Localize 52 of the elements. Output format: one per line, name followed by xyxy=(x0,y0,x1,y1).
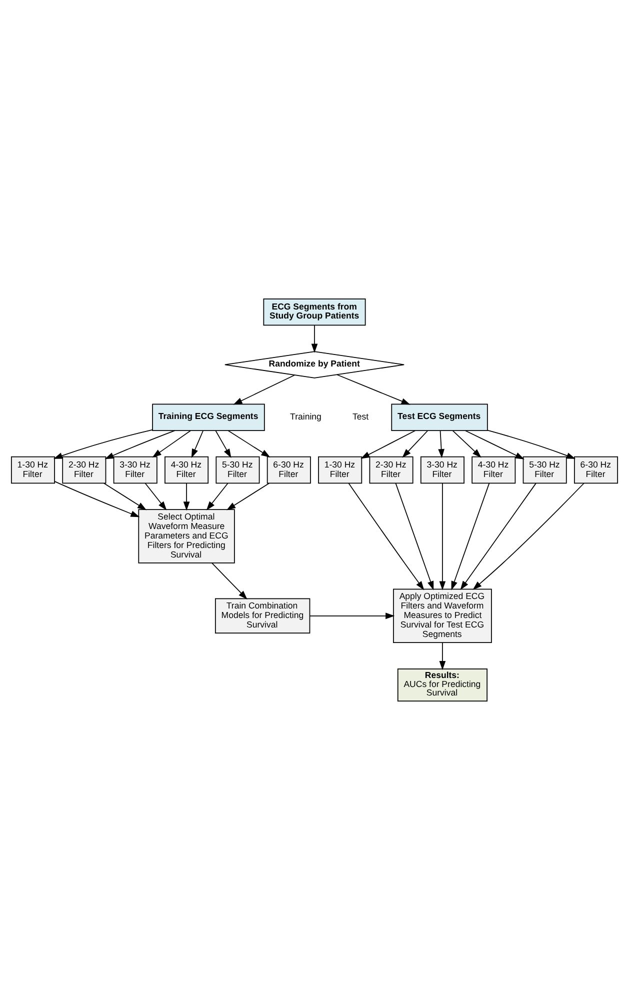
arrow xyxy=(438,430,444,458)
arrow xyxy=(103,482,147,510)
node-diamond: Randomize by Patient xyxy=(224,351,404,378)
arrow xyxy=(439,642,446,670)
node-box: 1-30 Hz Filter xyxy=(10,456,55,484)
node-box: 1-30 Hz Filter xyxy=(318,456,362,484)
arrow xyxy=(233,374,295,405)
arrow xyxy=(310,612,395,620)
node-box: 2-30 Hz Filter xyxy=(369,456,414,484)
arrow xyxy=(211,562,248,600)
arrow xyxy=(336,374,410,405)
arrow xyxy=(206,482,228,510)
node-box: ECG Segments from Study Group Patients xyxy=(263,298,366,326)
node-box: 6-30 Hz Filter xyxy=(266,456,311,484)
arrow xyxy=(451,482,490,590)
arrow xyxy=(191,430,204,458)
arrow xyxy=(452,430,482,458)
arrow xyxy=(53,429,153,459)
arrow xyxy=(460,482,536,590)
node-box: 3-30 Hz Filter xyxy=(113,456,158,484)
arrow xyxy=(348,482,424,590)
arrow xyxy=(402,430,428,458)
arrow xyxy=(464,430,524,460)
node-box: Test ECG Segments xyxy=(391,404,488,431)
arrow xyxy=(395,482,434,590)
arrow xyxy=(439,482,446,590)
node-box: 4-30 Hz Filter xyxy=(472,456,516,484)
node-box: 6-30 Hz Filter xyxy=(574,456,618,484)
arrow xyxy=(487,430,576,459)
arrow xyxy=(360,430,416,459)
node-box: Train Combination Models for Predicting Survival xyxy=(214,598,310,634)
node-box: 4-30 Hz Filter xyxy=(164,456,209,484)
node-box: 5-30 Hz Filter xyxy=(216,456,260,484)
node-box: Apply Optimized ECG Filters and Waveform Measures to Predict Survival for Test ECG Segments xyxy=(393,588,492,644)
arrow xyxy=(152,430,192,458)
arrow xyxy=(183,482,190,511)
arrow xyxy=(311,325,318,353)
arrow xyxy=(472,482,584,590)
arrow xyxy=(215,430,232,458)
arrow xyxy=(54,481,140,518)
arrow xyxy=(228,430,270,458)
node-box: Training ECG Segments xyxy=(152,404,265,431)
node-box: 5-30 Hz Filter xyxy=(522,456,567,484)
node-box: Select Optimal Waveform Measure Parameters and ECG Filters for Predicting Survival xyxy=(138,509,235,564)
arrow xyxy=(144,482,167,510)
arrow xyxy=(226,482,270,510)
node-box: 2-30 Hz Filter xyxy=(62,456,106,484)
node-box: 3-30 Hz Filter xyxy=(420,456,464,484)
arrow xyxy=(104,430,176,460)
label: Training xyxy=(290,412,322,422)
label: Test xyxy=(352,412,369,422)
node-box: Results: AUCs for Predicting Survival xyxy=(397,668,488,702)
